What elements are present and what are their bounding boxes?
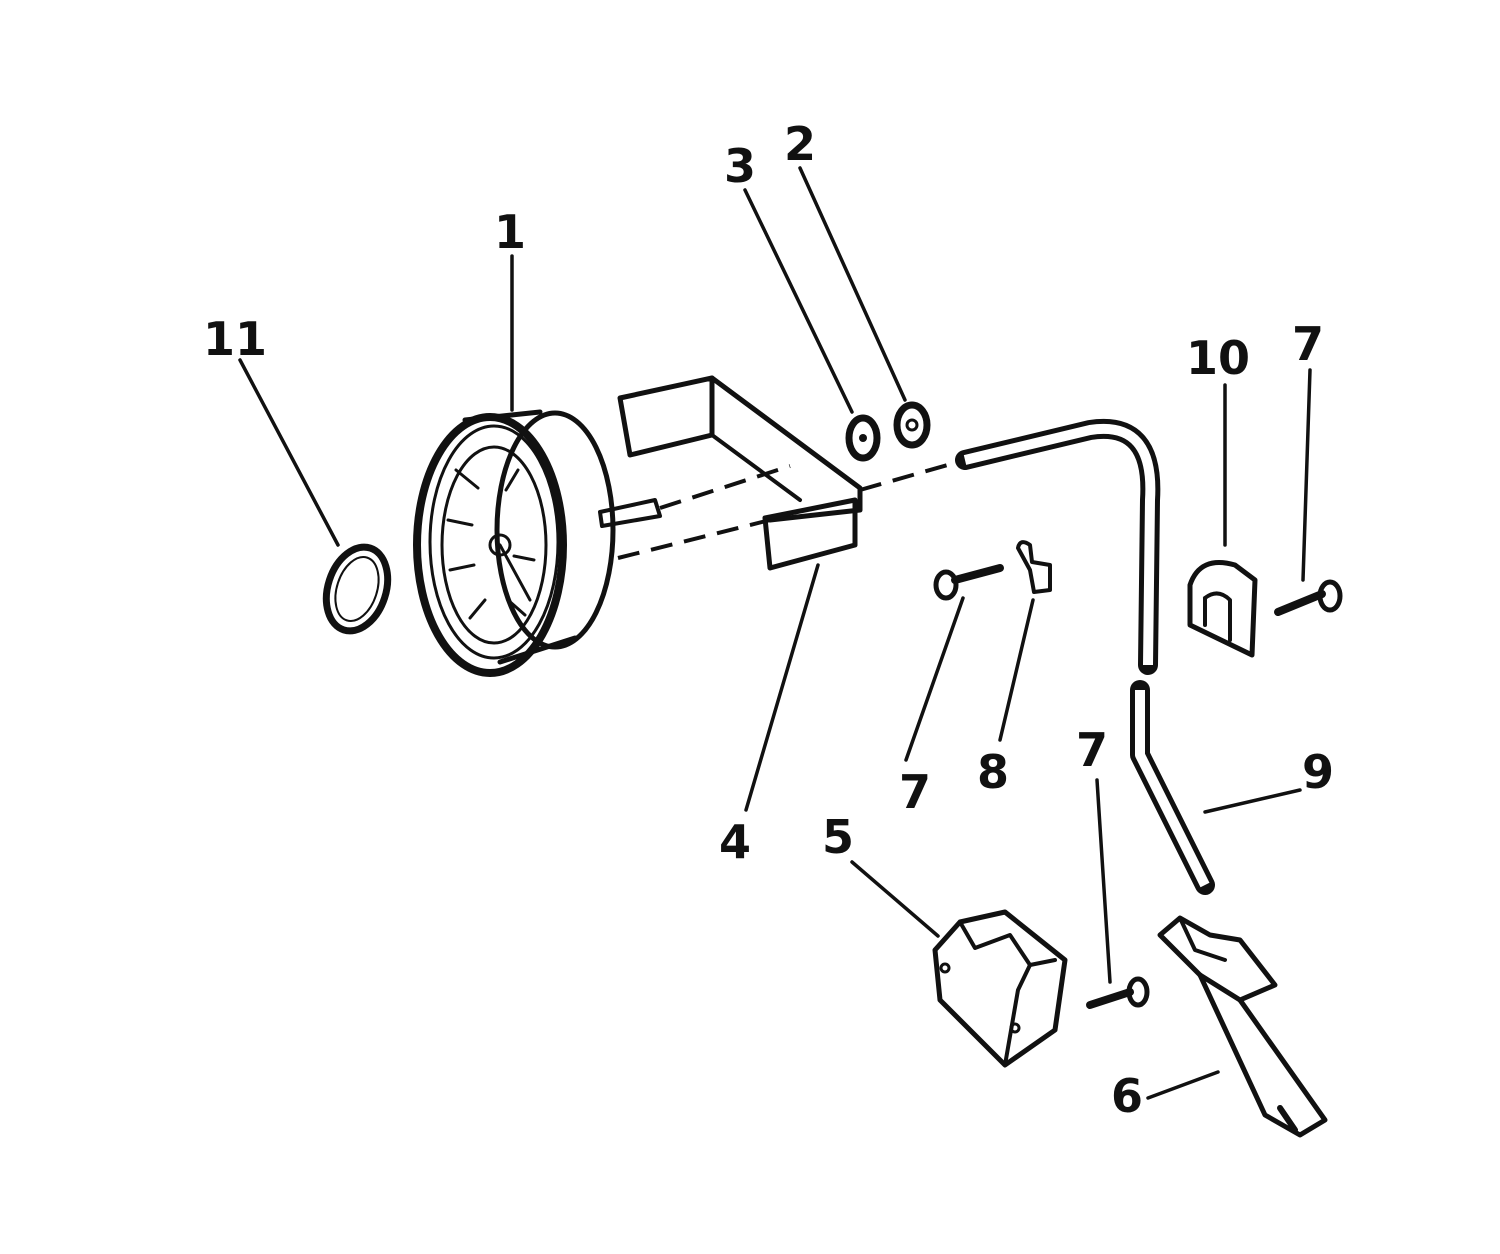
label-part-7-middle: 7 xyxy=(899,765,931,819)
assembly-line xyxy=(659,464,791,510)
part-labels: 1 2 3 4 5 6 7 8 7 9 10 7 11 xyxy=(203,117,1334,1123)
label-part-7-lower: 7 xyxy=(1076,723,1108,777)
label-part-6: 6 xyxy=(1111,1069,1143,1123)
bracket-part xyxy=(617,375,863,571)
lens-ring-part xyxy=(322,543,392,635)
assembly-line xyxy=(859,458,966,492)
clip-part xyxy=(1016,540,1052,594)
clip-plate-part xyxy=(1187,560,1258,658)
label-part-9: 9 xyxy=(1302,745,1334,799)
screw-part xyxy=(1086,976,1150,1009)
label-part-3: 3 xyxy=(724,139,756,193)
gauge-part xyxy=(413,409,662,677)
assembly-line xyxy=(617,518,771,560)
label-part-7-upper: 7 xyxy=(1292,317,1324,371)
label-part-10: 10 xyxy=(1186,331,1250,385)
label-part-5: 5 xyxy=(822,810,854,864)
pickup-probe-part xyxy=(1157,915,1328,1138)
leader-lines xyxy=(238,166,1312,1100)
nut-part xyxy=(893,401,931,449)
pickup-housing-part xyxy=(932,909,1068,1068)
pitot-tube-part xyxy=(955,418,1215,895)
label-part-1: 1 xyxy=(494,205,526,259)
label-part-2: 2 xyxy=(784,117,816,171)
lock-washer-part xyxy=(845,414,881,462)
screw-part xyxy=(1274,579,1343,616)
label-part-11: 11 xyxy=(203,312,267,366)
screw-part xyxy=(933,564,1004,601)
label-part-8: 8 xyxy=(977,745,1009,799)
label-part-4: 4 xyxy=(719,815,751,869)
